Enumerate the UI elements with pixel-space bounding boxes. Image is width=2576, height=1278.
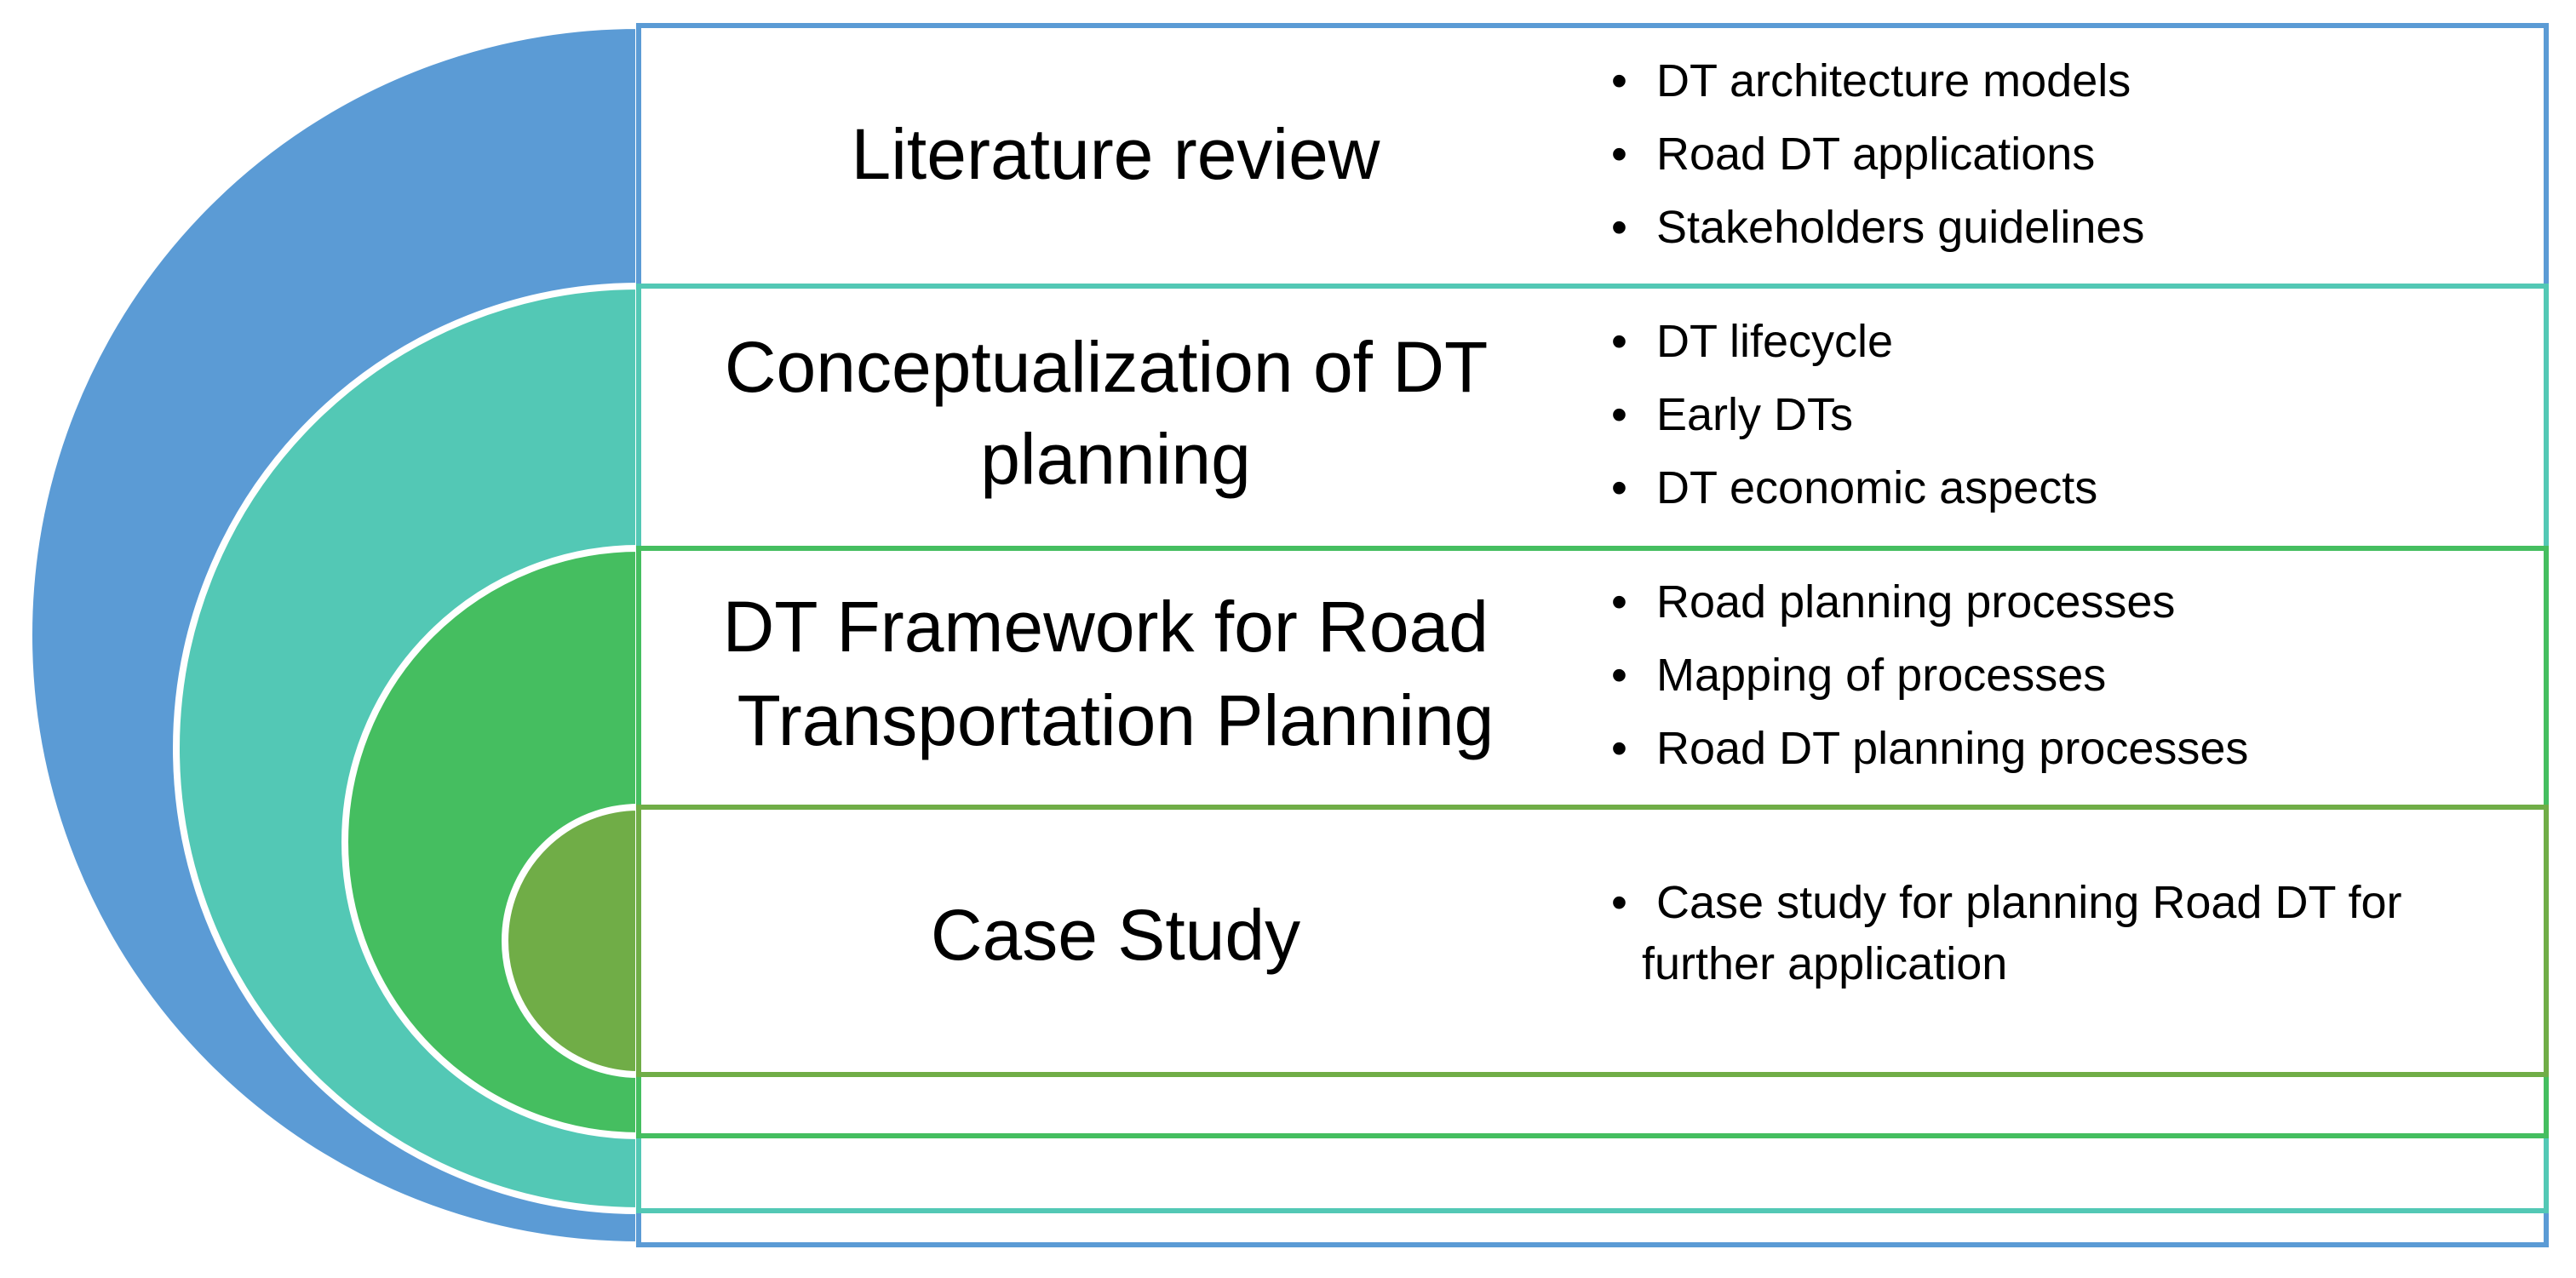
bullet-marker: • bbox=[1611, 723, 1627, 774]
bullet-line: Road DT applications bbox=[1656, 129, 2095, 180]
stage-2-title-line-1: Conceptualization of DT bbox=[725, 327, 1487, 407]
stage-1-bullet-2: • Road DT applications bbox=[1611, 129, 2095, 180]
bullet-line: further application bbox=[1642, 938, 2007, 989]
stage-3-title: DT Framework for Road Transportation Pla… bbox=[723, 587, 1509, 760]
bullet-marker: • bbox=[1611, 129, 1627, 180]
bullet-marker: • bbox=[1611, 389, 1627, 440]
bullet-marker: • bbox=[1611, 650, 1627, 701]
bullet-line: Early DTs bbox=[1656, 389, 1853, 440]
bullet-marker: • bbox=[1611, 316, 1627, 367]
bullet-line: DT architecture models bbox=[1656, 55, 2131, 106]
stage-4-title-line: Case Study bbox=[931, 895, 1300, 975]
bullet-line: Road planning processes bbox=[1656, 576, 2175, 628]
stage-2-title: Conceptualization of DT planning bbox=[725, 327, 1506, 499]
bullet-line: Mapping of processes bbox=[1656, 650, 2106, 701]
stage-4-title: Case Study bbox=[931, 895, 1300, 975]
bullet-line: Case study for planning Road DT for bbox=[1656, 877, 2401, 928]
stage-2-bullet-2: • Early DTs bbox=[1611, 389, 1853, 440]
stage-2-title-line-2: planning bbox=[980, 419, 1251, 499]
stage-2-bullet-3: • DT economic aspects bbox=[1611, 462, 2097, 513]
bullet-marker: • bbox=[1611, 576, 1627, 628]
stage-3-bullet-2: • Mapping of processes bbox=[1611, 650, 2106, 701]
stage-2-bullet-1: • DT lifecycle bbox=[1611, 316, 1893, 367]
bullet-marker: • bbox=[1611, 877, 1627, 928]
stage-4-bullet-1: • Case study for planning Road DT for fu… bbox=[1611, 877, 2415, 989]
bullet-marker: • bbox=[1611, 462, 1627, 513]
bullet-line: DT economic aspects bbox=[1656, 462, 2097, 513]
bullet-line: Road DT planning processes bbox=[1656, 723, 2248, 774]
bullet-line: DT lifecycle bbox=[1656, 316, 1893, 367]
stage-1-title: Literature review bbox=[852, 114, 1380, 194]
stage-3-title-line-1: DT Framework for Road bbox=[723, 587, 1489, 667]
bullet-marker: • bbox=[1611, 55, 1627, 106]
stage-1-bullet-3: • Stakeholders guidelines bbox=[1611, 202, 2144, 253]
bullet-line: Stakeholders guidelines bbox=[1656, 202, 2144, 253]
stage-4-box bbox=[636, 805, 2549, 1077]
stage-4-arc bbox=[502, 803, 642, 1079]
stage-3-bullet-1: • Road planning processes bbox=[1611, 576, 2175, 628]
stage-1-bullet-1: • DT architecture models bbox=[1611, 55, 2131, 106]
bullet-marker: • bbox=[1611, 202, 1627, 253]
stage-3-title-line-2: Transportation Planning bbox=[737, 680, 1495, 760]
stage-3-bullet-3: • Road DT planning processes bbox=[1611, 723, 2248, 774]
stage-1-title-line: Literature review bbox=[852, 114, 1380, 194]
